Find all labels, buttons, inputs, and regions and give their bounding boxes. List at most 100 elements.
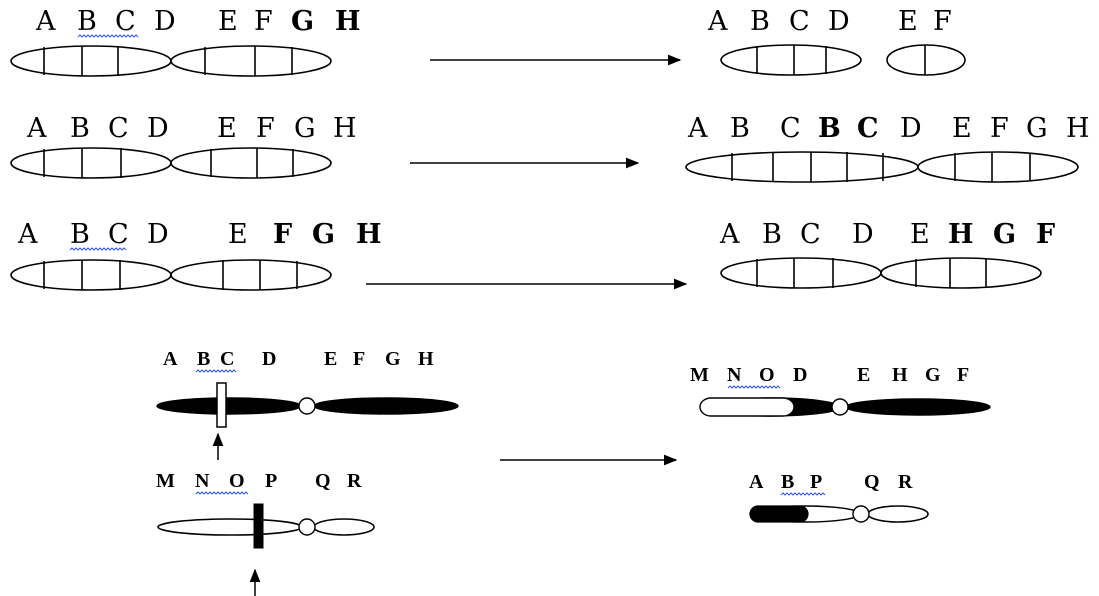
breakpoint-marker [216, 382, 227, 428]
spellcheck-underline [77, 34, 139, 38]
gene-label: E [898, 6, 918, 37]
gene-label: C [115, 6, 136, 37]
spellcheck-underline [69, 247, 127, 251]
translocation-top-right-labels: M N O D E H G F [690, 364, 969, 389]
gene-label: G [925, 364, 941, 386]
centromere [852, 505, 870, 523]
inversion-row: A B C D E F G H A B C D E H [10, 219, 1055, 291]
gene-label: A [35, 6, 56, 37]
gene-label-bold: H [335, 6, 361, 37]
translocation-bottom-left-labels: M N O P Q R [156, 470, 362, 495]
spellcheck-underline [727, 385, 781, 389]
translocated-segment [749, 505, 809, 523]
gene-label: M [156, 470, 175, 492]
duplication-original-labels: A B C D E F G H [26, 113, 357, 144]
gene-label: A [17, 219, 38, 250]
gene-label: E [218, 6, 238, 37]
deletion-original-chromosome [10, 45, 332, 77]
gene-label: E [857, 364, 870, 386]
gene-label-bold: F [1036, 219, 1055, 250]
spellcheck-underline [780, 492, 826, 496]
gene-label: D [793, 364, 807, 386]
inversion-result-chromosome [720, 257, 1042, 289]
translocation-bottom-left-chromosome [157, 503, 375, 549]
gene-label: B [750, 6, 770, 37]
gene-label: B [762, 219, 782, 250]
duplication-result-chromosome [685, 151, 1079, 183]
spellcheck-underline [195, 491, 249, 495]
duplication-result-labels: A B C B C D E F G H [687, 113, 1090, 144]
gene-label-bold: C [857, 113, 879, 144]
gene-label: O [229, 470, 245, 492]
translocation-top-left-chromosome [156, 382, 459, 428]
gene-label: E [324, 348, 337, 370]
gene-label: A [26, 113, 47, 144]
centromere [831, 398, 849, 416]
gene-label: H [333, 113, 357, 144]
gene-label: H [418, 348, 434, 370]
gene-label: G [294, 113, 316, 144]
gene-label: B [197, 348, 210, 370]
breakpoint-marker [253, 503, 264, 549]
gene-label: C [800, 219, 821, 250]
gene-label-bold: G [312, 219, 335, 250]
deletion-row: A B C D E F G H A B C D E F [10, 6, 966, 77]
gene-label: G [1026, 113, 1048, 144]
gene-label: D [852, 219, 874, 250]
gene-label: F [353, 348, 365, 370]
gene-label: B [70, 113, 90, 144]
gene-label: B [70, 219, 90, 250]
inversion-result-labels: A B C D E H G F [719, 219, 1055, 250]
duplication-row: A B C D E F G H A B C B C D E [10, 113, 1090, 183]
gene-label: Q [315, 470, 331, 492]
gene-label: C [780, 113, 801, 144]
gene-label-bold: G [993, 219, 1016, 250]
deletion-original-labels: A B C D E F G H [35, 6, 361, 38]
gene-label: A [749, 471, 764, 493]
gene-label-bold: F [273, 219, 292, 250]
gene-label: D [147, 113, 169, 144]
inversion-original-labels: A B C D E F G H [17, 219, 382, 251]
gene-label-bold: G [291, 6, 314, 37]
gene-label-bold: H [356, 219, 382, 250]
centromere [298, 397, 316, 415]
gene-label: D [154, 6, 176, 37]
gene-label: C [108, 219, 129, 250]
gene-label: H [1066, 113, 1090, 144]
gene-label: F [957, 364, 969, 386]
gene-label: C [108, 113, 129, 144]
gene-label-bold: H [948, 219, 974, 250]
duplication-original-chromosome [10, 147, 332, 179]
gene-label-bold: B [818, 113, 841, 144]
gene-label: A [687, 113, 708, 144]
gene-label: F [256, 113, 275, 144]
spellcheck-underline [195, 369, 237, 373]
translocated-segment [699, 397, 795, 417]
gene-label: P [810, 471, 822, 493]
translocation-row: A B C D E F G H M N O P Q R [156, 348, 991, 596]
gene-label: D [147, 219, 169, 250]
gene-label: E [952, 113, 972, 144]
gene-label: A [719, 219, 740, 250]
deletion-result-chromosome [720, 44, 966, 76]
translocation-top-right-chromosome [699, 397, 991, 417]
gene-label: D [900, 113, 922, 144]
gene-label: D [828, 6, 850, 37]
gene-label: N [195, 470, 210, 492]
gene-label: A [707, 6, 728, 37]
gene-label: F [254, 6, 273, 37]
gene-label: O [759, 364, 775, 386]
gene-label: E [228, 219, 248, 250]
gene-label: P [265, 470, 277, 492]
gene-label: C [789, 6, 810, 37]
translocation-bottom-right-labels: A B P Q R [749, 471, 913, 496]
gene-label: F [990, 113, 1009, 144]
gene-label: M [690, 364, 709, 386]
gene-label: G [385, 348, 401, 370]
gene-label: E [910, 219, 930, 250]
centromere [298, 518, 316, 536]
gene-label: Q [864, 471, 880, 493]
translocation-bottom-right-chromosome [749, 505, 929, 523]
